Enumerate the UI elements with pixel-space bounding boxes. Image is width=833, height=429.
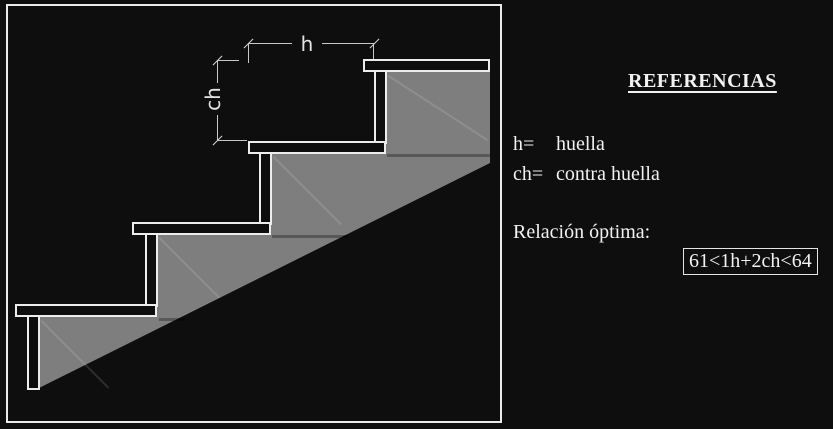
stair-tread-top <box>363 59 490 72</box>
optimal-relation-formula: 61<1h+2ch<64 <box>683 248 818 275</box>
definition-meaning: huella <box>556 133 605 155</box>
definitions-list: h= huella ch= contra huella <box>513 129 660 189</box>
definition-row-huella: h= huella <box>513 129 660 159</box>
tread-level-line <box>159 318 185 321</box>
definition-term: h= <box>513 133 535 155</box>
tread-dimension-label: h <box>292 33 322 55</box>
definition-meaning: contra huella <box>556 163 660 185</box>
tread-level-line <box>387 154 490 157</box>
stair-tread-3 <box>248 141 386 154</box>
ch-extension-line <box>217 140 247 141</box>
stair-tread-2 <box>132 222 271 235</box>
stair-riser-bottom <box>27 314 40 390</box>
drawing-frame <box>6 4 502 423</box>
riser-dimension-label: ch <box>200 83 226 115</box>
definition-term: ch= <box>513 163 544 185</box>
optimal-relation-label: Relación óptima: <box>513 221 651 243</box>
definition-row-contra-huella: ch= contra huella <box>513 159 660 189</box>
stair-riser <box>259 150 272 225</box>
stair-riser <box>145 231 158 307</box>
stair-riser-top <box>374 68 387 144</box>
h-extension-line <box>248 43 249 63</box>
tread-level-line <box>272 235 348 238</box>
ch-extension-line <box>217 60 239 61</box>
stair-tread-1 <box>15 304 157 317</box>
h-extension-line <box>373 43 374 59</box>
references-title: REFERENCIAS <box>628 70 777 92</box>
